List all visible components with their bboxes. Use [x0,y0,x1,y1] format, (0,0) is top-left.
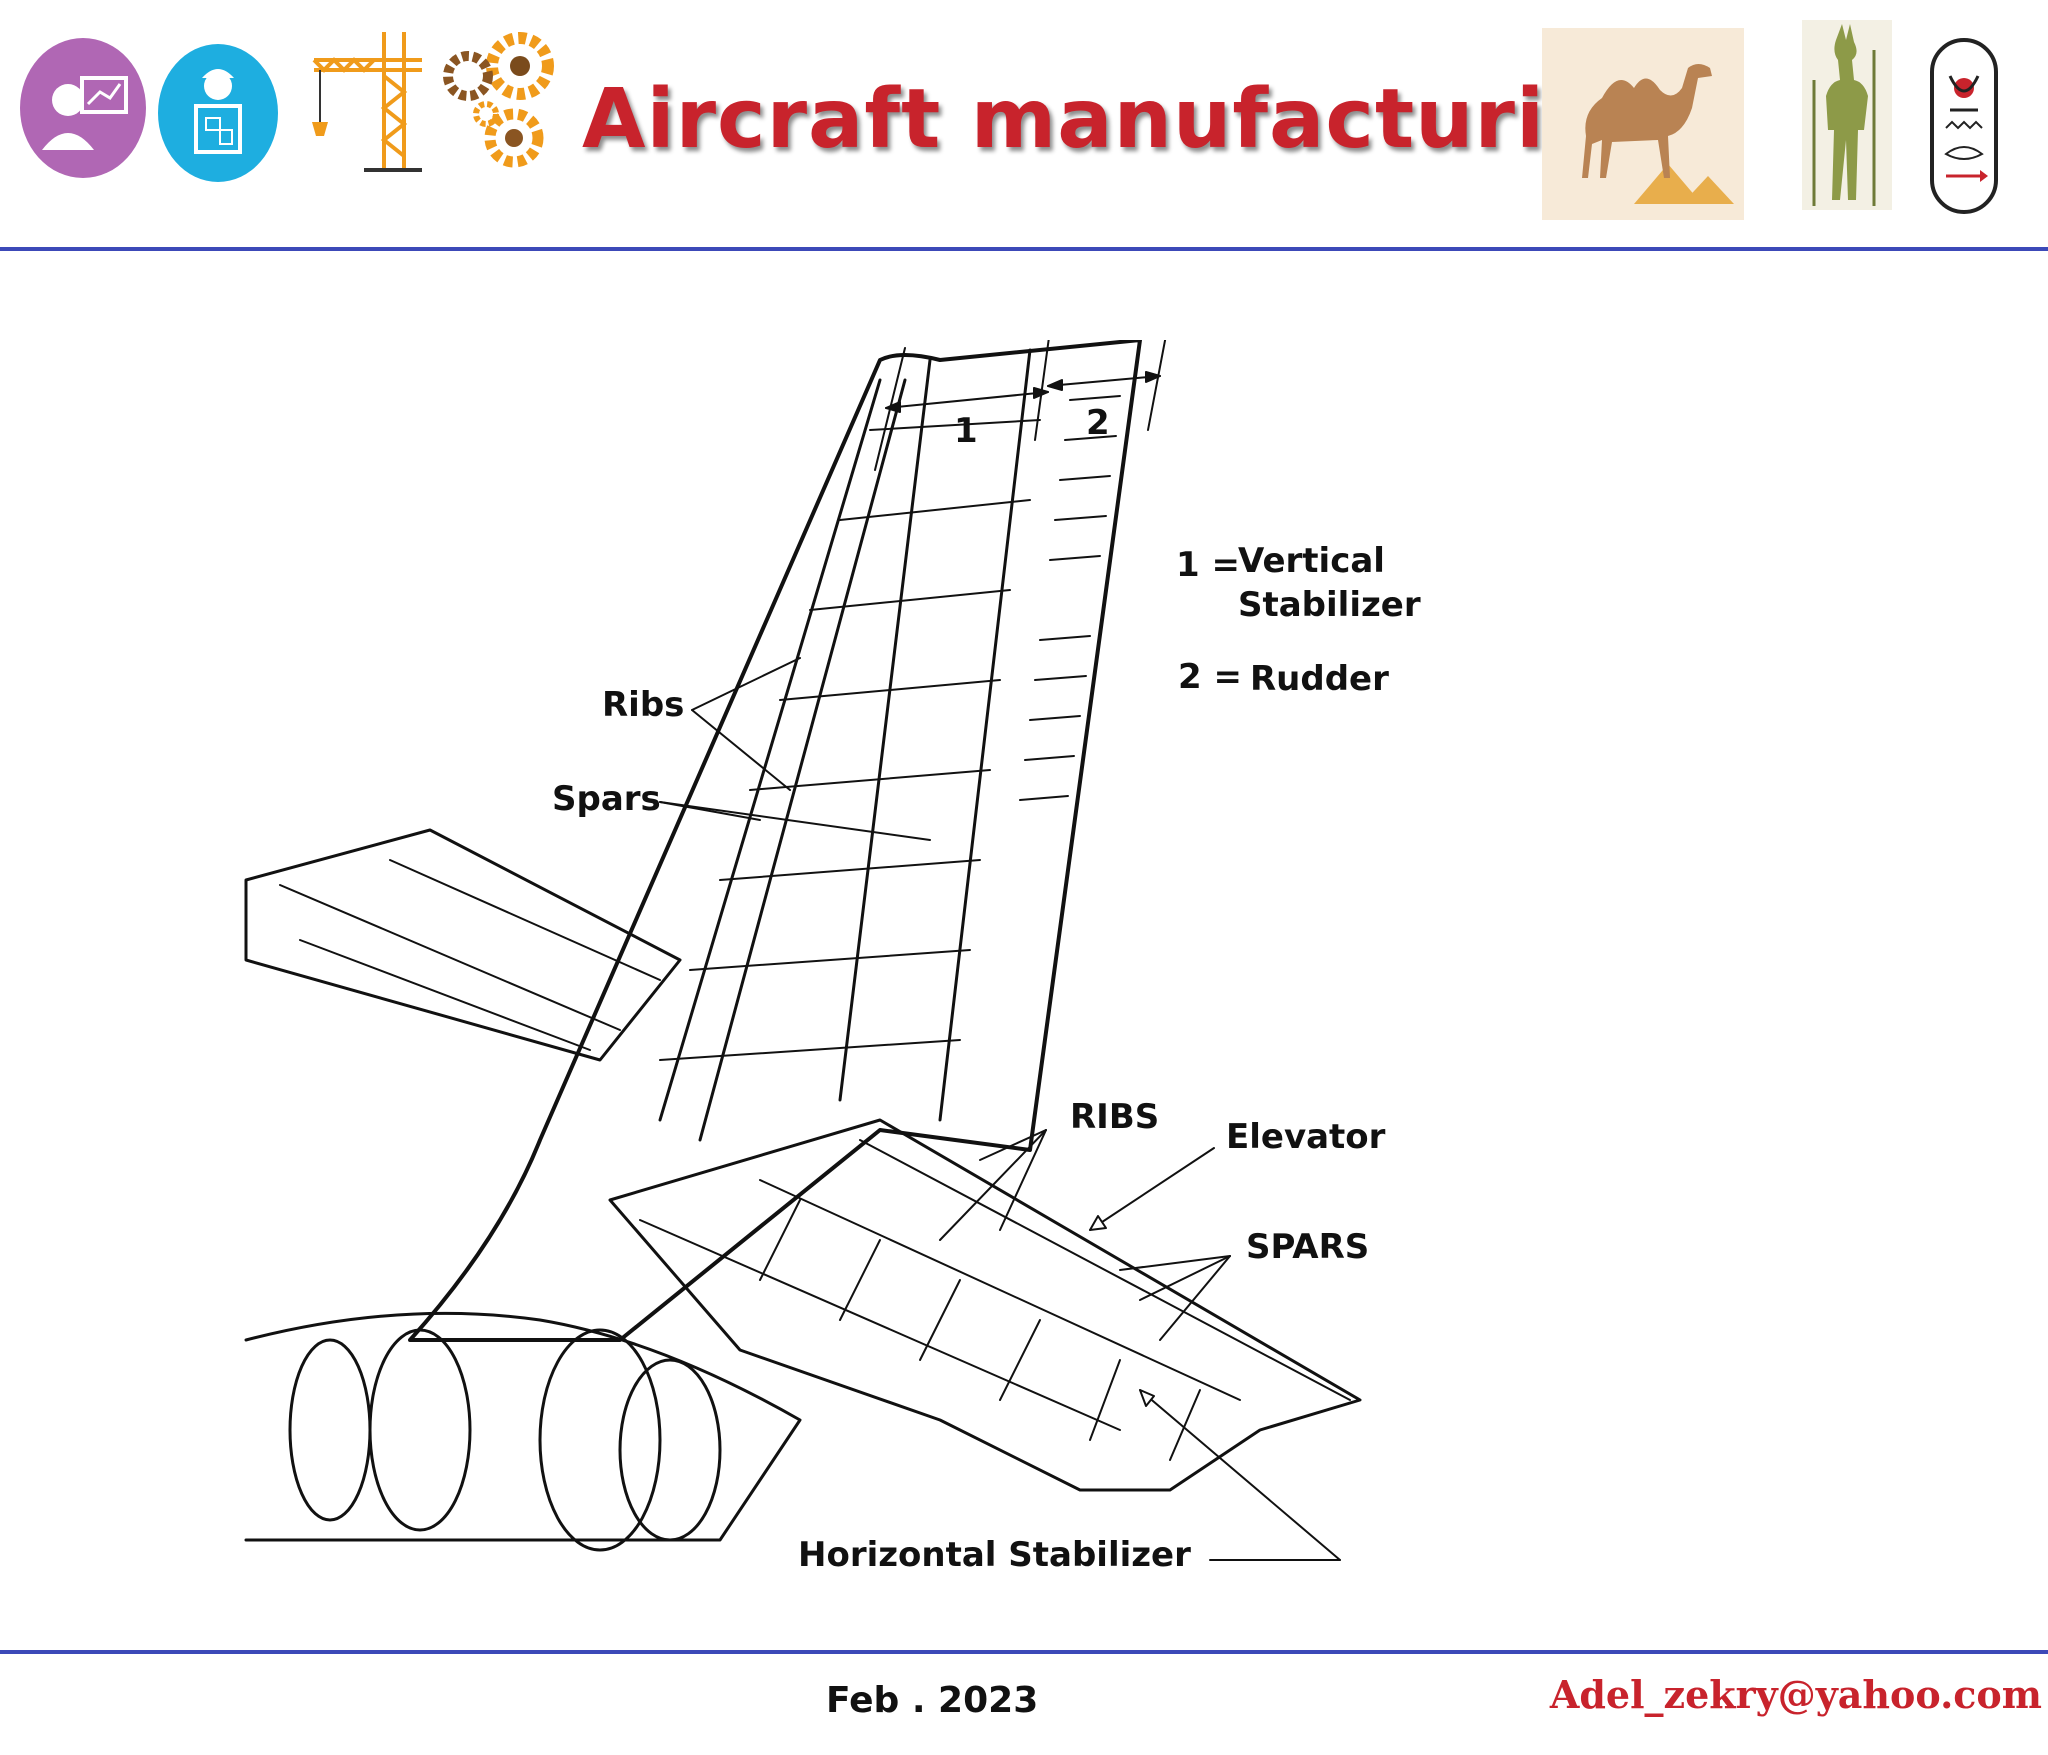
callout-leaders [659,657,1341,1561]
left-horizontal-stabilizer [244,828,682,1062]
legend-key-1: 1 = [1176,545,1240,585]
engineer-presentation-icon [20,38,146,178]
engineer-blueprint-icon [158,44,278,182]
legend-rudder: Rudder [1250,659,1389,699]
dimension-label-1: 1 [954,411,978,451]
callout-horizontal-stabilizer: Horizontal Stabilizer [798,1535,1191,1575]
cartouche-icon [1928,36,2000,220]
callout-spars-upper: SPARS [1246,1227,1369,1267]
slide-header: Aircraft manufacturing [0,0,2048,252]
tail-structure-diagram: 1 2 1 = Vertical Stabilizer 2 = Rudder R… [244,340,1421,1575]
callout-ribs: Ribs [602,685,684,725]
right-horizontal-stabilizer [608,1118,1362,1492]
callout-ribs-upper: RIBS [1070,1097,1159,1137]
vertical-stabilizer [408,340,1142,1342]
crane-icon [304,26,426,182]
page-title: Aircraft manufacturing [582,72,1665,167]
callout-spars: Spars [552,779,661,819]
callout-elevator: Elevator [1226,1117,1386,1157]
footer-divider [0,1650,2048,1654]
gears-icon [440,22,566,178]
legend-vertical-line2: Stabilizer [1238,585,1421,625]
dimension-label-2: 2 [1086,403,1110,443]
legend-vertical-line1: Vertical [1238,541,1385,581]
footer-date: Feb . 2023 [826,1680,1039,1721]
legend-key-2: 2 = [1178,657,1242,697]
footer-email: Adel_zekry@yahoo.com [1549,1672,2042,1717]
dimension-lines [874,340,1167,471]
camel-pyramids-icon [1542,28,1744,220]
anubis-icon [1802,20,1892,210]
fuselage-section [244,1311,802,1552]
header-divider [0,247,2048,251]
